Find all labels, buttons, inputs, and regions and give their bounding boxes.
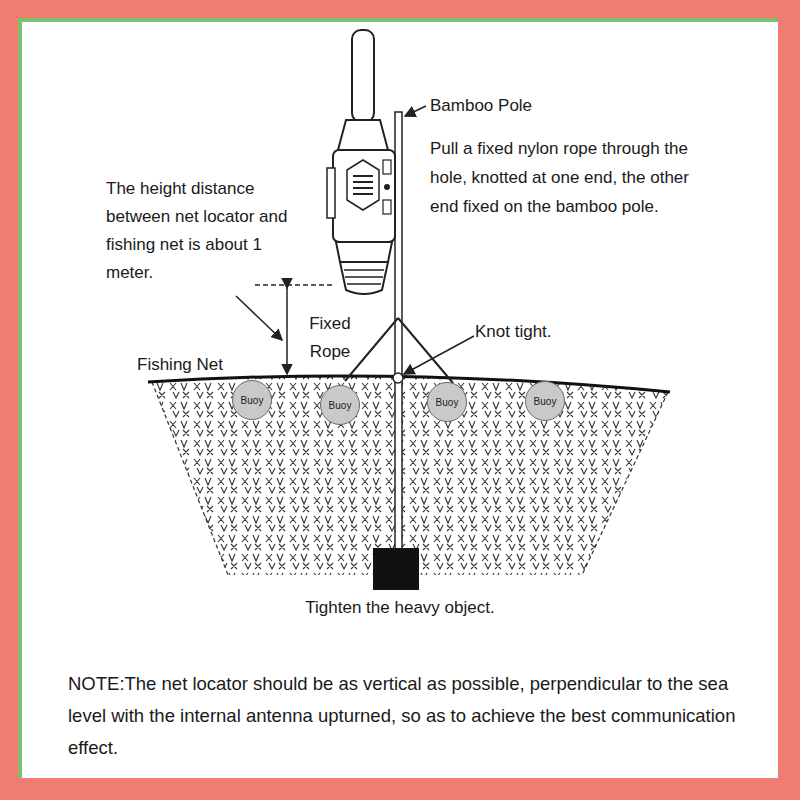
instruction-note: Pull a fixed nylon rope through the hole… [430, 134, 712, 221]
buoy-label: Buoy [329, 400, 352, 411]
part-label: Fixed Rope [300, 310, 360, 366]
buoy-circle: Buoy [427, 382, 467, 422]
buoy-circle: Buoy [232, 380, 272, 420]
instruction-note: Tighten the heavy object. [200, 594, 600, 622]
buoy-circle: Buoy [320, 385, 360, 425]
buoy-label: Buoy [534, 396, 557, 407]
part-label: Fishing Net [137, 351, 257, 379]
buoy-circle: Buoy [525, 381, 565, 421]
buoy-label: Buoy [241, 395, 264, 406]
part-label: Bamboo Pole [430, 92, 630, 120]
part-label: Knot tight. [475, 318, 595, 346]
note-text: NOTE:The net locator should be as vertic… [68, 668, 758, 764]
buoy-label: Buoy [436, 397, 459, 408]
dimension-note: The height distance between net locator … [106, 175, 311, 287]
